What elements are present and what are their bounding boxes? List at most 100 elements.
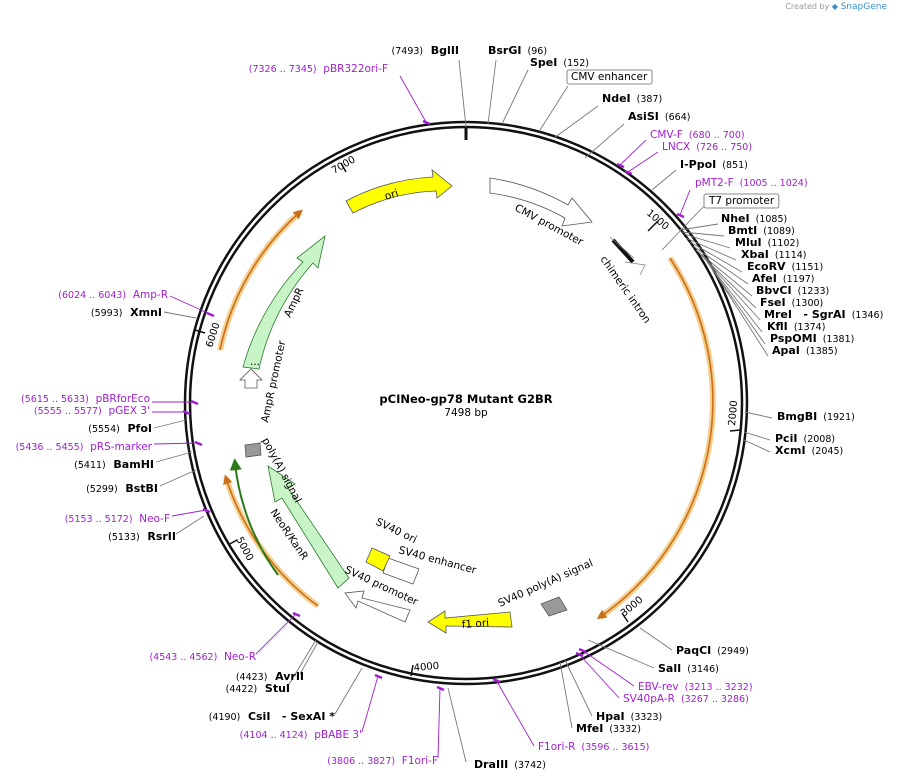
site-label-rsrii[interactable]: (5133) RsrII [108,530,176,543]
pbabe-3-primer-binding-mark [374,673,383,680]
site-label-prs-marker[interactable]: (5436 .. 5455) pRS-marker [16,441,153,453]
stui-name: StuI [257,682,290,695]
site-label-lncx[interactable]: LNCX (726 .. 750) [662,141,752,153]
site-label-sali[interactable]: SalI (3146) [658,662,719,675]
ampr-feature-shape [242,234,326,370]
site-label-bglii[interactable]: (7493) BglII [392,44,459,57]
bamhi-name: BamHI [106,458,154,471]
site-label-i-ppoi[interactable]: I-PpoI (851) [680,158,748,171]
site-label-mlui[interactable]: MluI (1102) [735,236,799,249]
site-label-bamhi[interactable]: (5411) BamHI [74,458,154,471]
site-label-xbai[interactable]: XbaI (1114) [741,248,807,261]
tick-6000 [194,329,206,334]
site-label-stui[interactable]: (4422) StuI [226,682,290,695]
t7-promoter-name: T7 promoter [708,195,775,207]
site-label-nhei[interactable]: NheI (1085) [721,212,787,225]
site-label-cmv-enhancer[interactable]: CMV enhancer [571,71,648,83]
mrei-position: (1346) [846,310,884,321]
site-label-neo-r[interactable]: (4543 .. 4562) Neo-R [149,651,256,663]
site-label-xcmi[interactable]: XcmI (2045) [775,444,843,457]
snapgene-logo-icon: ◆ [831,2,839,11]
pbabe-3-name: pBABE 3' [308,729,362,741]
paqci-name: PaqCI [676,644,711,657]
lncx-name: LNCX [662,141,690,153]
mrei-name: MreI [764,308,792,321]
site-label-csii[interactable]: (4190) CsiI - SexAI * [209,710,336,723]
xcmi-name: XcmI [775,444,806,457]
cmv-enhancer-leader-line [539,85,569,131]
pfoi-name: PfoI [120,422,152,435]
site-label-afei[interactable]: AfeI (1197) [752,272,815,285]
fsei-position: (1300) [786,298,824,309]
pbr322ori-f-position: (7326 .. 7345) [249,64,317,75]
lncx-position: (726 .. 750) [690,142,752,153]
neo-f-leader-line [171,509,207,517]
site-label-paqci[interactable]: PaqCI (2949) [676,644,749,657]
ecorv-position: (1151) [786,262,824,273]
site-label-mrei[interactable]: MreI - SgrAI (1346) [764,308,883,321]
site-label-f1ori-f[interactable]: (3806 .. 3827) F1ori-F [327,755,438,767]
site-label-neo-f[interactable]: (5153 .. 5172) Neo-F [65,513,170,525]
site-label-bmgbi[interactable]: BmgBI (1921) [777,410,855,423]
site-label-sv40pa-r[interactable]: SV40pA-R (3267 .. 3286) [623,693,749,705]
rsrii-position: (5133) [108,532,140,543]
site-label-ndei[interactable]: NdeI (387) [602,92,662,105]
site-label-draiii[interactable]: DraIII (3742) [474,758,546,771]
neo-f-primer-binding-mark [202,507,211,514]
site-label-pspomi[interactable]: PspOMI (1381) [770,332,854,345]
pspomi-name: PspOMI [770,332,817,345]
pfoi-leader-line [153,419,187,429]
site-label-kfli[interactable]: KflI (1374) [767,320,825,333]
tick-7000 [340,162,347,173]
i-ppoi-leader-line [651,169,677,191]
orf-arc-amp [219,209,303,351]
site-label-pmt2-f[interactable]: pMT2-F (1005 .. 1024) [695,177,808,189]
site-label-amp-r[interactable]: (6024 .. 6043) Amp-R [58,289,168,301]
site-label-pfoi[interactable]: (5554) PfoI [88,422,152,435]
paqci-leader-line [639,627,673,651]
tick-label-1000: 1000 [644,208,671,233]
site-label-cmv-f[interactable]: CMV-F (680 .. 700) [650,129,745,141]
site-label-avrii[interactable]: (4423) AvrII [236,670,304,683]
cmv-enhancer-name: CMV enhancer [571,71,648,83]
f1ori-f-leader-line [437,687,441,759]
site-label-bmti[interactable]: BmtI (1089) [728,224,795,237]
prs-marker-name: pRS-marker [83,441,152,453]
ndei-leader-line [553,105,599,139]
site-label-ecorv[interactable]: EcoRV (1151) [747,260,823,273]
f1ori-r-name: F1ori-R [538,741,575,753]
site-label-ebv-rev[interactable]: EBV-rev (3213 .. 3232) [638,681,753,693]
site-label-pcii[interactable]: PciI (2008) [775,432,835,445]
site-label-apai[interactable]: ApaI (1385) [772,344,838,357]
site-label-bsrgi[interactable]: BsrGI (96) [488,44,547,57]
site-label-f1ori-r[interactable]: F1ori-R (3596 .. 3615) [538,741,649,753]
draiii-leader-line [447,687,467,763]
features: ... [239,169,646,634]
f1ori-r-leader-line [495,679,535,747]
bmgbi-leader-line [744,411,773,419]
site-label-spei[interactable]: SpeI (152) [530,56,589,69]
spei-position: (152) [557,58,589,69]
site-label-bstbi[interactable]: (5299) BstBI [86,482,158,495]
site-label-pgex-3[interactable]: (5555 .. 5577) pGEX 3' [34,405,150,417]
site-label-t7-promoter[interactable]: T7 promoter [708,195,775,207]
pcii-position: (2008) [797,434,835,445]
pmt2-f-primer-binding-mark [676,212,685,219]
hpai-leader-line [564,659,593,717]
pmt2-f-position: (1005 .. 1024) [734,178,808,189]
site-label-hpai[interactable]: HpaI (3323) [596,710,662,723]
pmt2-f-name: pMT2-F [695,177,734,189]
site-label-xmni[interactable]: (5993) XmnI [91,306,162,319]
site-label-pbr322ori-f[interactable]: (7326 .. 7345) pBR322ori-F [249,63,388,75]
site-label-pbrforeco[interactable]: (5615 .. 5633) pBRforEco [21,393,150,405]
lncx-primer-binding-mark [624,169,633,176]
site-label-bbvci[interactable]: BbvCI (1233) [756,284,829,297]
f1ori-r-primer-binding-mark [492,677,501,684]
site-label-mfei[interactable]: MfeI (3332) [576,722,641,735]
site-label-pbabe-3[interactable]: (4104 .. 4124) pBABE 3' [240,729,362,741]
tick-3000 [621,612,629,623]
site-label-fsei[interactable]: FseI (1300) [760,296,823,309]
pbrforeco-position: (5615 .. 5633) [21,394,89,405]
site-label-asisi[interactable]: AsiSI (664) [628,110,690,123]
